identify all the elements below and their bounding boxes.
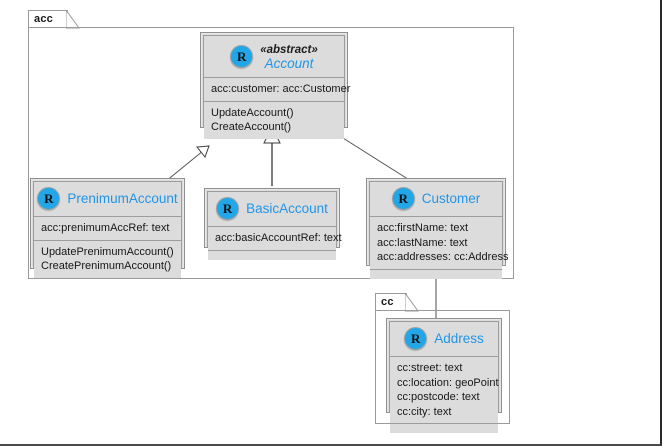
attribute-row: acc:prenimumAccRef: text — [41, 222, 170, 234]
operations-compartment-account: UpdateAccount() CreateAccount() — [204, 101, 344, 139]
resource-r-icon: R — [391, 187, 415, 210]
package-tab-cc[interactable]: cc — [375, 293, 407, 311]
attributes-compartment-basic-account: acc:basicAccountRef: text — [208, 227, 342, 251]
attribute-row: acc:customer: acc:Customer — [211, 83, 351, 95]
package-acc — [28, 27, 514, 279]
package-label-cc: cc — [381, 296, 394, 308]
class-box-account[interactable]: R «abstract» Account acc:customer: acc:C… — [200, 32, 351, 139]
attribute-row: acc:basicAccountRef: text — [215, 232, 342, 244]
class-name-account: Account — [264, 55, 314, 71]
class-box-basic-account[interactable]: R BasicAccount acc:basicAccountRef: text — [204, 188, 342, 260]
package-tab-corner-acc — [66, 10, 80, 29]
package-tab-acc[interactable]: acc — [28, 10, 68, 28]
class-header-customer: R Customer — [370, 182, 502, 217]
attribute-row: acc:firstName: text — [377, 222, 469, 234]
class-name-address: Address — [434, 331, 484, 346]
class-header-prenimum-account: R PrenimumAccount — [34, 182, 181, 217]
operations-compartment-prenimum-account: UpdatePrenimumAccount() CreatePrenimumAc… — [34, 240, 181, 278]
attribute-row: acc:addresses: cc:Address — [377, 251, 509, 263]
operation-row: UpdatePrenimumAccount() — [41, 245, 174, 258]
attribute-row: cc:location: geoPoint — [397, 376, 499, 389]
package-label-acc: acc — [34, 13, 53, 25]
class-box-customer[interactable]: R Customer acc:firstName: text acc:lastN… — [366, 178, 508, 279]
class-box-address[interactable]: R Address cc:street: text cc:location: g… — [386, 318, 502, 433]
operations-compartment-basic-account — [208, 250, 336, 260]
attribute-row: cc:postcode: text — [397, 391, 480, 403]
operation-row: CreatePrenimumAccount() — [41, 260, 172, 272]
resource-r-icon: R — [216, 197, 240, 220]
class-header-account: R «abstract» Account — [204, 36, 344, 78]
operation-row: UpdateAccount() — [211, 106, 294, 119]
attributes-compartment-prenimum-account: acc:prenimumAccRef: text — [34, 217, 181, 241]
class-stereotype-account: «abstract» — [260, 43, 318, 56]
resource-r-icon: R — [37, 187, 61, 210]
operations-compartment-customer — [370, 269, 502, 279]
operation-row: CreateAccount() — [211, 121, 292, 133]
package-tab-corner-cc — [405, 293, 419, 312]
attributes-compartment-customer: acc:firstName: text acc:lastName: text a… — [370, 217, 509, 270]
attributes-compartment-account: acc:customer: acc:Customer — [204, 78, 351, 102]
resource-r-icon: R — [404, 327, 428, 350]
class-name-customer: Customer — [421, 191, 481, 206]
attribute-row: cc:city: text — [397, 405, 452, 418]
resource-r-icon: R — [230, 45, 254, 68]
class-name-prenimum-account: PrenimumAccount — [67, 191, 178, 206]
attribute-row: acc:lastName: text — [377, 236, 468, 249]
class-header-address: R Address — [390, 322, 498, 357]
attributes-compartment-address: cc:street: text cc:location: geoPoint cc… — [390, 357, 499, 424]
attribute-row: cc:street: text — [397, 362, 463, 374]
class-header-basic-account: R BasicAccount — [208, 192, 336, 227]
operations-compartment-address — [390, 424, 498, 433]
class-box-prenimum-account[interactable]: R PrenimumAccount acc:prenimumAccRef: te… — [30, 178, 185, 278]
class-name-basic-account: BasicAccount — [246, 201, 328, 216]
